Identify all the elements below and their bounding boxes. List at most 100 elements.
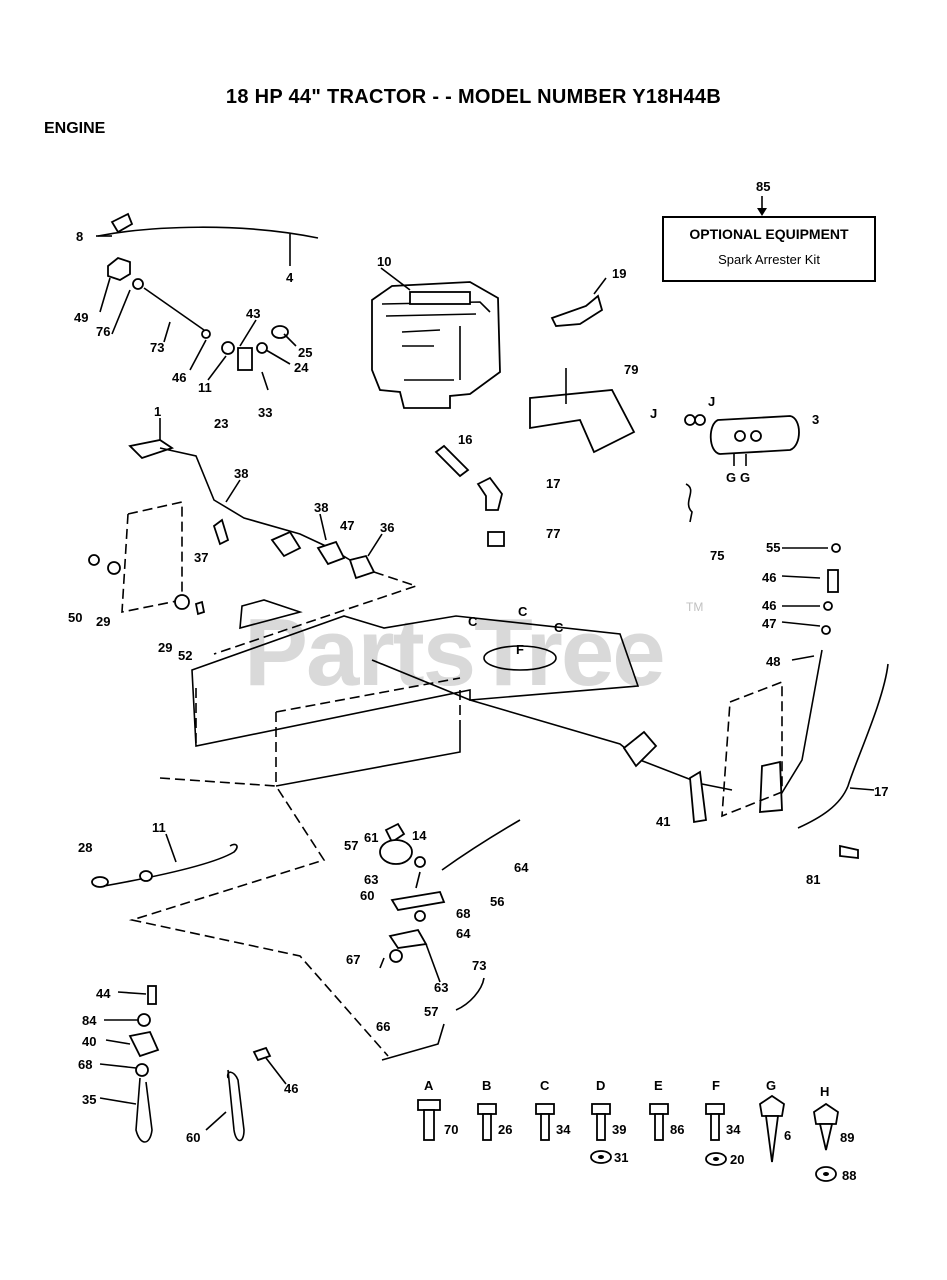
lift-lever-assembly (721, 543, 889, 860)
callout: 19 (612, 266, 626, 281)
callout: 57 (424, 1004, 438, 1019)
fastener-legend (417, 1094, 839, 1182)
reference-letter: C (468, 614, 478, 629)
callout: 61 (364, 830, 378, 845)
pipe-cap (487, 531, 505, 547)
throttle-cable (97, 226, 319, 239)
bolt-f-icon (705, 1103, 727, 1166)
center-linkage-parts (379, 819, 521, 1011)
callout: 57 (344, 838, 358, 853)
optional-equipment-box: OPTIONAL EQUIPMENT Spark Arrester Kit (662, 216, 876, 282)
legend-letter: C (540, 1078, 550, 1093)
callout: 8 (76, 229, 83, 244)
legend-washer: 88 (842, 1168, 856, 1183)
exhaust-elbow (476, 476, 503, 511)
callout: 37 (194, 550, 208, 565)
callout: 38 (234, 466, 248, 481)
arrowhead (757, 208, 767, 216)
callout: 79 (624, 362, 638, 377)
callout: 76 (96, 324, 110, 339)
callout: 17 (874, 784, 888, 799)
tractor-frame (191, 599, 733, 824)
callout: 46 (284, 1081, 298, 1096)
callout: 1 (154, 404, 161, 419)
cable-clip (110, 212, 134, 234)
throttle-control-rod (128, 418, 383, 580)
callout: 10 (377, 254, 391, 269)
washer (107, 561, 121, 575)
callout: 29 (158, 640, 172, 655)
legend-letter: E (654, 1078, 663, 1093)
rod-end (91, 876, 109, 888)
callout: 44 (96, 986, 111, 1001)
screw-g-icon (759, 1094, 785, 1163)
engine-block (371, 267, 501, 409)
callout: 52 (178, 648, 192, 663)
legend-part: 26 (498, 1122, 512, 1137)
callout: 38 (314, 500, 328, 515)
callout: 40 (82, 1034, 96, 1049)
hidden-outline (128, 777, 389, 1057)
bolt-e-icon (649, 1103, 669, 1141)
governor-linkage (99, 256, 297, 391)
legend-part: 86 (670, 1122, 684, 1137)
callout: 67 (346, 952, 360, 967)
callout: 50 (68, 610, 82, 625)
legend-labels: A 70 B 26 C 34 D 39 31 E 86 F 34 20 G 6 … (424, 1078, 856, 1183)
callout: 63 (434, 980, 448, 995)
callout: 47 (340, 518, 354, 533)
hidden-outline (213, 571, 419, 655)
callout: 47 (762, 616, 776, 631)
rod-65 (381, 1023, 445, 1061)
callout: 4 (286, 270, 294, 285)
reference-letter: C (554, 620, 564, 635)
lower-left-parts (99, 985, 287, 1143)
reference-letter: G (726, 470, 736, 485)
reference-letter: C (518, 604, 528, 619)
callout: 29 (96, 614, 110, 629)
legend-letter: D (596, 1078, 605, 1093)
callout: 3 (812, 412, 819, 427)
callout: 73 (150, 340, 164, 355)
brake-rod (103, 843, 238, 887)
callout: 48 (766, 654, 780, 669)
callout: 73 (472, 958, 486, 973)
exhaust-bracket (685, 483, 693, 523)
section-title: ENGINE (44, 120, 106, 137)
callout-labels: 85 8 4 10 19 49 76 73 46 11 43 25 24 23 … (68, 179, 888, 1145)
callout: 36 (380, 520, 394, 535)
legend-part: 70 (444, 1122, 458, 1137)
callout: 11 (198, 380, 212, 395)
callout: 41 (656, 814, 670, 829)
clip (194, 600, 206, 616)
reference-letter: F (516, 642, 524, 657)
bracket-19 (550, 294, 604, 327)
callout: 66 (376, 1019, 390, 1034)
legend-part: 89 (840, 1130, 854, 1145)
legend-washer: 20 (730, 1152, 744, 1167)
callout: 46 (762, 570, 776, 585)
optional-equipment-item: Spark Arrester Kit (718, 252, 820, 267)
reference-letter: J (708, 394, 715, 409)
callout: 68 (456, 906, 470, 921)
hidden-outline (121, 501, 183, 613)
washer (174, 594, 190, 610)
muffler (684, 414, 800, 466)
bolt-b-icon (477, 1103, 497, 1141)
rod-spring (139, 870, 153, 882)
reference-letter: G (740, 470, 750, 485)
bolt-a-icon (417, 1099, 441, 1141)
leader (165, 833, 177, 863)
callout: 23 (214, 416, 228, 431)
callout: 43 (246, 306, 260, 321)
legend-letter: F (712, 1078, 720, 1093)
callout: 46 (762, 598, 776, 613)
callout: 60 (360, 888, 374, 903)
legend-washer: 31 (614, 1150, 628, 1165)
legend-part: 34 (556, 1122, 571, 1137)
leader (593, 277, 607, 295)
legend-letter: A (424, 1078, 434, 1093)
optional-equipment-title: OPTIONAL EQUIPMENT (689, 226, 849, 242)
legend-letter: H (820, 1084, 829, 1099)
callout: 25 (298, 345, 312, 360)
